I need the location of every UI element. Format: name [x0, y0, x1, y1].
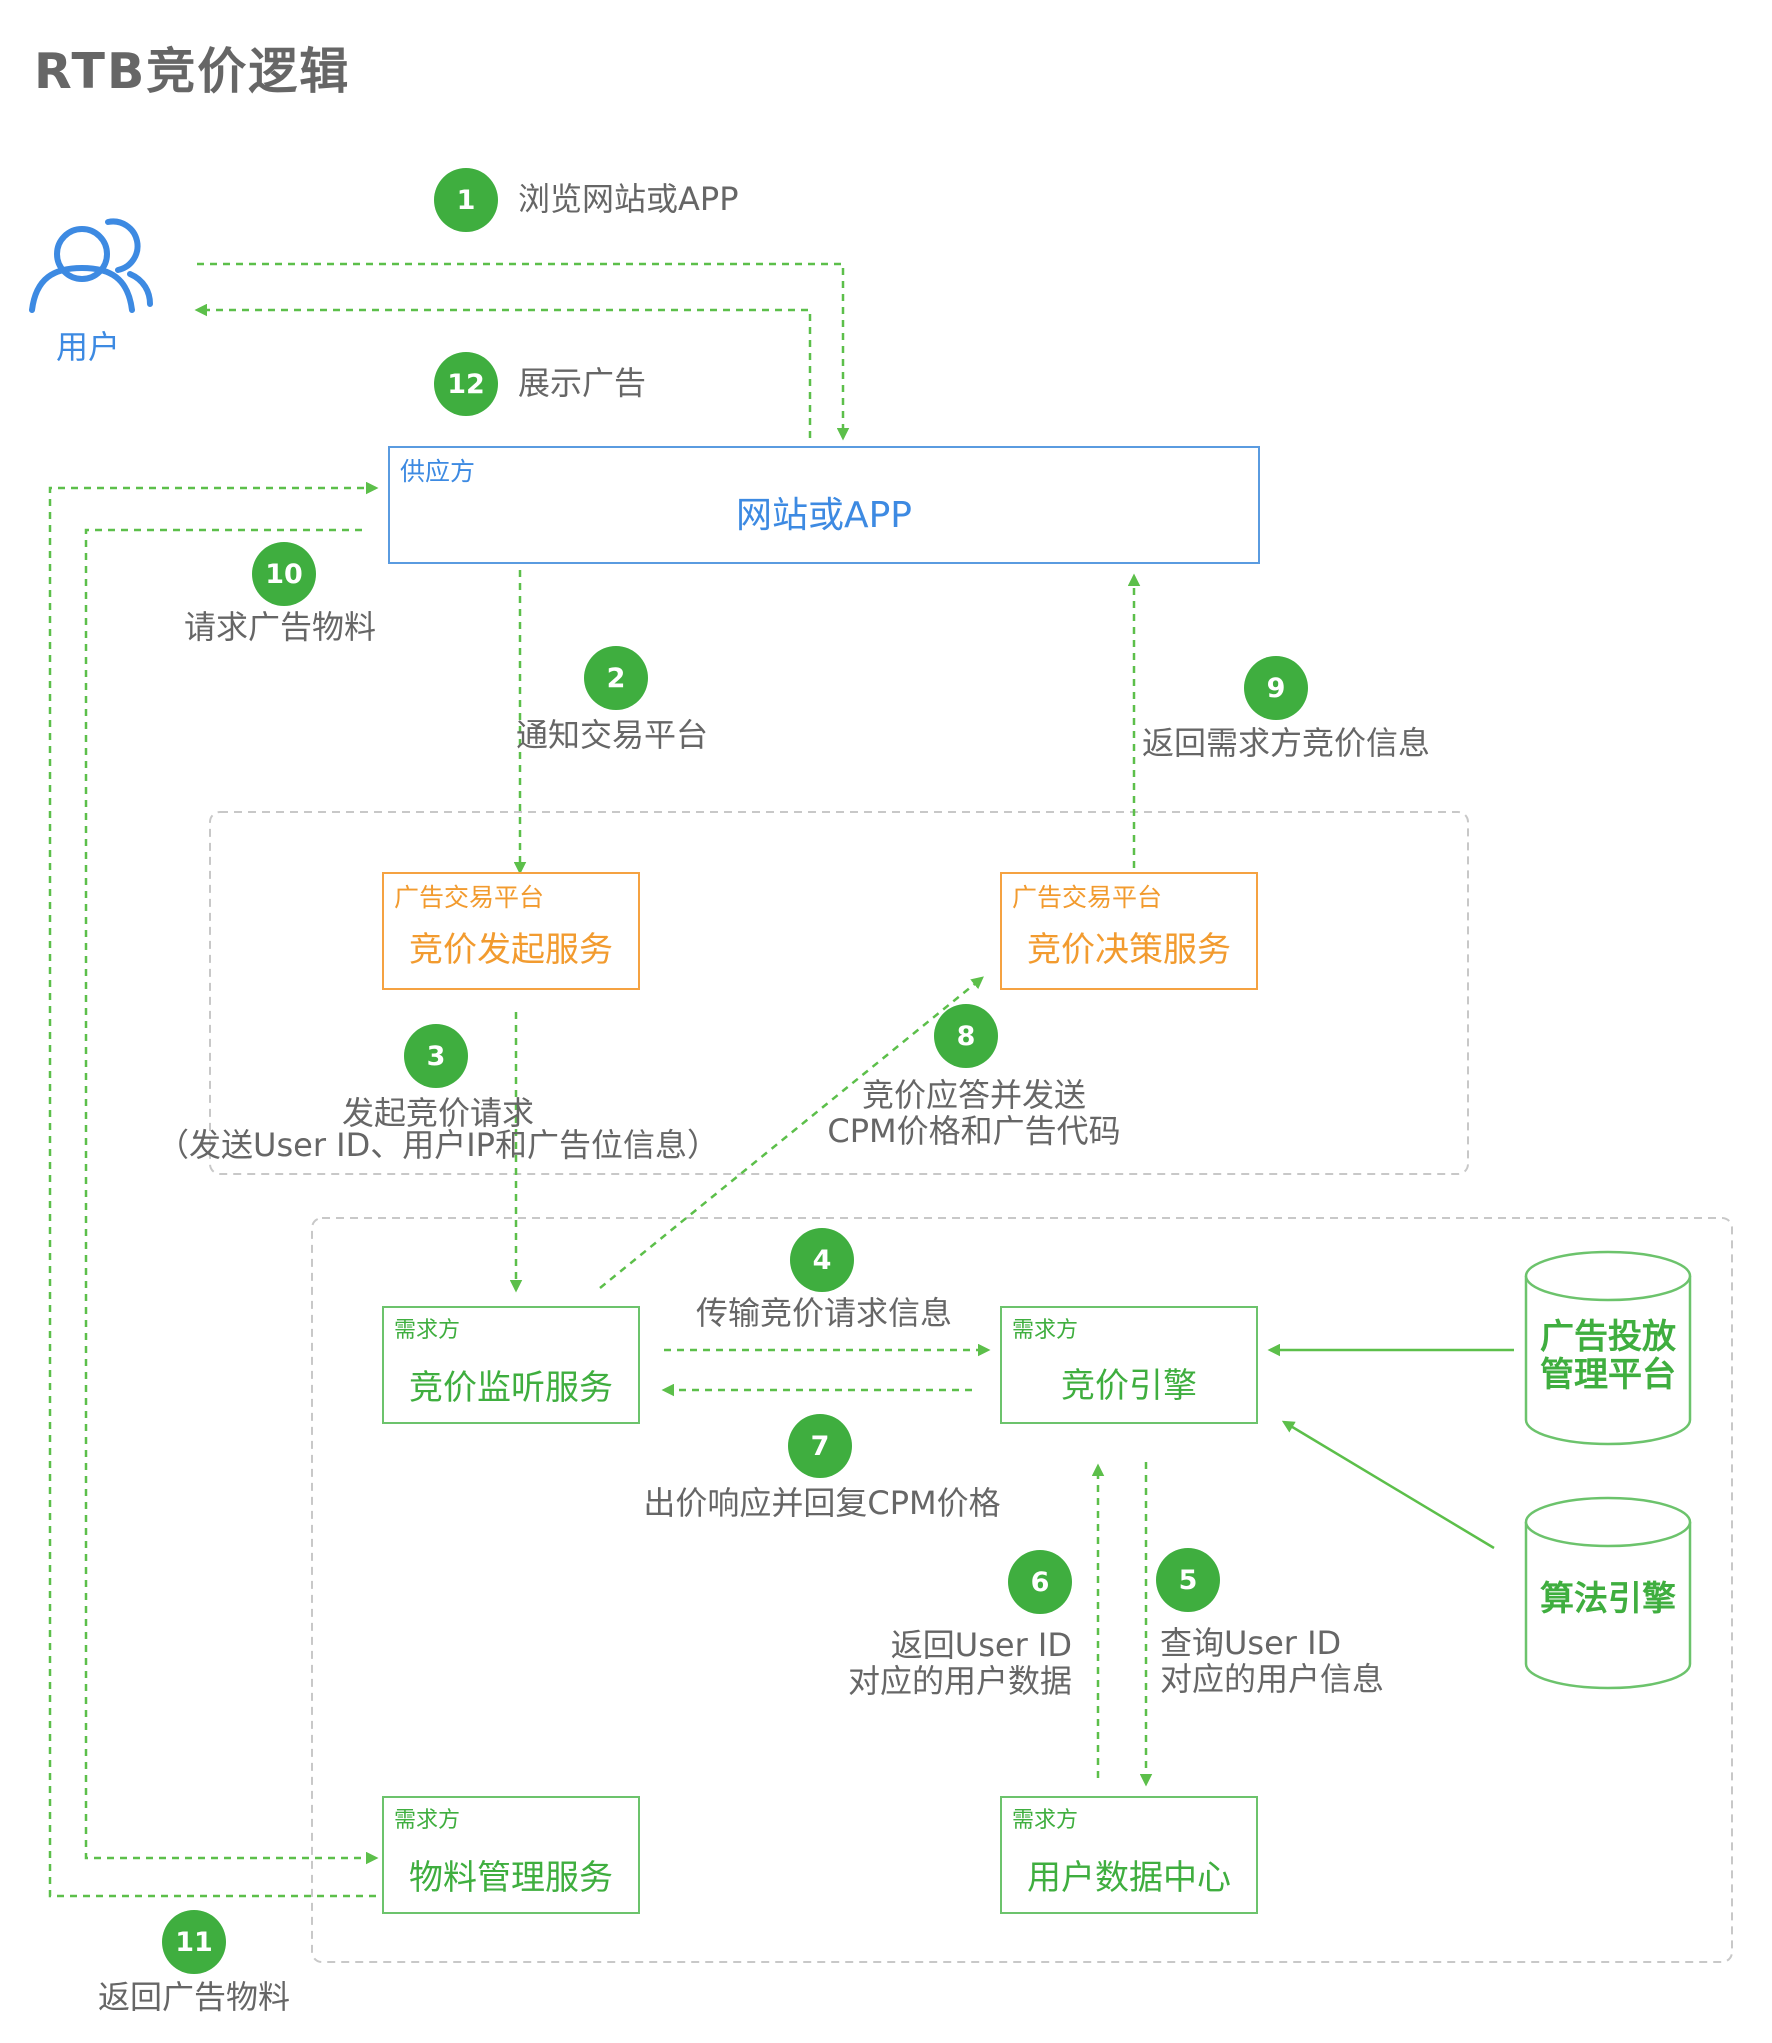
bid-decision-main: 竞价决策服务	[1027, 930, 1231, 970]
step-12-badge: 12	[434, 352, 498, 416]
bid-engine-main: 竞价引擎	[1061, 1366, 1197, 1406]
material-box: 需求方 物料管理服务	[382, 1796, 640, 1914]
supply-main: 网站或APP	[735, 495, 913, 536]
step-6-label-2: 对应的用户数据	[847, 1662, 1072, 1700]
step-9-label: 返回需求方竞价信息	[1142, 724, 1431, 762]
bid-engine-tag: 需求方	[1012, 1318, 1079, 1343]
bid-engine-box: 需求方 竞价引擎	[1000, 1306, 1258, 1424]
bid-listen-box: 需求方 竞价监听服务	[382, 1306, 640, 1424]
page-title: RTB竞价逻辑	[34, 43, 351, 100]
bid-decision-tag: 广告交易平台	[1012, 883, 1163, 912]
bid-initiate-main: 竞价发起服务	[409, 930, 613, 970]
ad-platform-line1: 广告投放	[1540, 1317, 1676, 1357]
step-7-label: 出价响应并回复CPM价格	[643, 1484, 1001, 1522]
arrow-step-8	[599, 976, 984, 1289]
step-3-label-2: （发送User ID、用户IP和广告位信息）	[157, 1126, 719, 1164]
step-8-label-2: CPM价格和广告代码	[827, 1112, 1121, 1150]
bid-decision-box: 广告交易平台 竞价决策服务	[1000, 872, 1258, 990]
bid-initiate-box: 广告交易平台 竞价发起服务	[382, 872, 640, 990]
step-1-label: 浏览网站或APP	[518, 180, 739, 218]
step-2-label: 通知交易平台	[516, 716, 709, 754]
algorithm-line1: 算法引擎	[1540, 1579, 1676, 1619]
step-8-label: 竞价应答并发送	[861, 1076, 1087, 1114]
user-data-tag: 需求方	[1012, 1808, 1079, 1833]
step-6-badge: 6	[1008, 1550, 1072, 1614]
bid-initiate-tag: 广告交易平台	[394, 883, 545, 912]
step-11-label: 返回广告物料	[97, 1978, 291, 2016]
step-5-label: 查询User ID	[1160, 1624, 1342, 1662]
ad-platform-label: 广告投放 管理平台	[1526, 1318, 1690, 1394]
step-9-badge: 9	[1244, 656, 1308, 720]
step-4-badge: 4	[790, 1228, 854, 1292]
ad-exchange-group	[209, 811, 1469, 1175]
step-7-badge: 7	[788, 1414, 852, 1478]
step-4-label: 传输竞价请求信息	[695, 1294, 953, 1332]
user-group-icon	[29, 218, 153, 313]
step-3-badge: 3	[404, 1024, 468, 1088]
arrow-step-11	[48, 481, 379, 1898]
demand-side-group	[311, 1217, 1733, 1963]
algorithm-cylinder	[1524, 1496, 1692, 1690]
material-tag: 需求方	[394, 1808, 461, 1833]
step-12-label: 展示广告	[518, 364, 647, 402]
arrow-algorithm-to-engine	[1281, 1420, 1495, 1550]
step-3-label: 发起竞价请求	[341, 1094, 535, 1132]
step-5-badge: 5	[1156, 1548, 1220, 1612]
step-6-label: 返回User ID	[890, 1626, 1072, 1664]
bid-listen-main: 竞价监听服务	[409, 1368, 613, 1408]
material-main: 物料管理服务	[409, 1858, 613, 1898]
user-label: 用户	[56, 328, 121, 366]
step-8-badge: 8	[934, 1004, 998, 1068]
ad-platform-line2: 管理平台	[1540, 1355, 1676, 1395]
step-2-badge: 2	[584, 646, 648, 710]
arrow-step-12	[194, 303, 812, 438]
user-data-main: 用户数据中心	[1027, 1858, 1231, 1898]
step-11-badge: 11	[162, 1910, 226, 1974]
step-1-badge: 1	[434, 168, 498, 232]
step-5-label-2: 对应的用户信息	[1160, 1660, 1385, 1698]
bid-listen-tag: 需求方	[394, 1318, 461, 1343]
step-10-label: 请求广告物料	[183, 608, 377, 646]
supply-box: 供应方 网站或APP	[388, 446, 1260, 564]
ad-platform-cylinder	[1524, 1250, 1692, 1446]
arrow-step-1	[197, 262, 850, 441]
step-10-badge: 10	[252, 542, 316, 606]
arrow-step-10	[84, 528, 379, 1865]
algorithm-label: 算法引擎	[1526, 1580, 1690, 1618]
user-data-box: 需求方 用户数据中心	[1000, 1796, 1258, 1914]
supply-tag: 供应方	[400, 457, 476, 486]
